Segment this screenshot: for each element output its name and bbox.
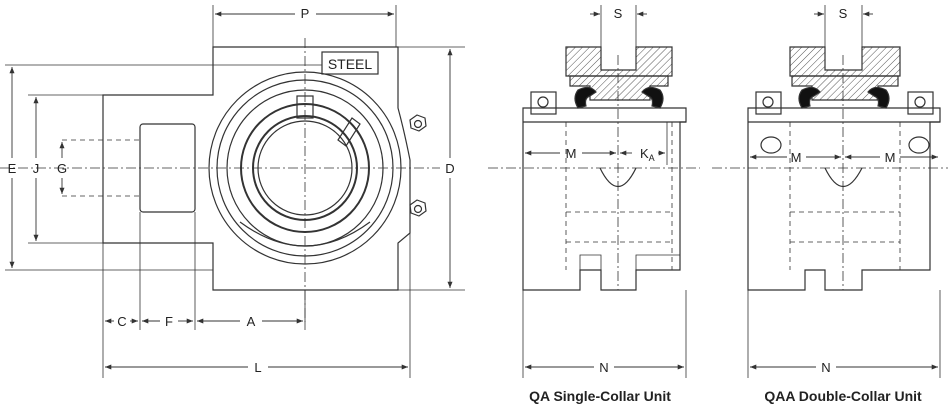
- steel-badge-label: STEEL: [328, 56, 373, 72]
- dim-label-M-qaa-left: M: [791, 150, 802, 165]
- seal-right: [641, 86, 664, 109]
- housing-outline: [102, 46, 411, 291]
- qa-centerlines: [488, 55, 700, 290]
- dim-label-K: KA: [640, 146, 655, 163]
- grease-fitting-right: [907, 91, 934, 115]
- seal-left: [798, 86, 821, 109]
- housing-body: [747, 107, 941, 291]
- side-bolt-top: [409, 114, 427, 132]
- grease-fitting: [530, 91, 557, 115]
- qaa-centerlines: [712, 55, 948, 290]
- qa-dimension-lines: [525, 11, 684, 370]
- dim-label-P: P: [301, 6, 310, 21]
- seal-right: [867, 86, 890, 109]
- collar-slot: [337, 117, 361, 147]
- caption-qaa-double-collar: QAA Double-Collar Unit: [764, 388, 922, 404]
- dim-label-G: G: [57, 161, 67, 176]
- front-view: [102, 46, 427, 291]
- dim-label-S-qa: S: [614, 6, 623, 21]
- side-bolt-bottom: [409, 199, 427, 217]
- dim-label-L: L: [254, 360, 261, 375]
- dim-label-J: J: [33, 161, 40, 176]
- qa-extension-lines: [522, 5, 687, 378]
- qaa-double-collar-view: [747, 46, 941, 291]
- bearing-section: [569, 75, 669, 101]
- dim-label-C: C: [117, 314, 126, 329]
- front-centerlines: [0, 38, 440, 322]
- steel-badge: [321, 51, 379, 75]
- caption-qa-single-collar: QA Single-Collar Unit: [529, 388, 671, 404]
- dim-label-M-qa: M: [566, 146, 577, 161]
- dim-label-F: F: [165, 314, 173, 329]
- front-extension-lines: [5, 5, 465, 378]
- qa-single-collar-view: [522, 46, 687, 291]
- collar: [565, 46, 673, 77]
- qaa-dimension-lines: [750, 11, 938, 370]
- mount-hole-left: [760, 136, 782, 154]
- dim-label-N-qaa: N: [821, 360, 830, 375]
- seal-left: [574, 86, 597, 109]
- grease-fitting-left: [755, 91, 782, 115]
- mount-hole-right: [908, 136, 930, 154]
- dim-label-A: A: [247, 314, 256, 329]
- dim-label-S-qaa: S: [839, 6, 848, 21]
- housing-body: [522, 107, 687, 291]
- collar: [789, 46, 901, 77]
- dim-label-D: D: [445, 161, 454, 176]
- front-dimension-lines: [9, 11, 453, 370]
- dim-label-M-qaa-right: M: [885, 150, 896, 165]
- dim-label-E: E: [8, 161, 17, 176]
- front-hidden-lines: [62, 139, 140, 197]
- qaa-extension-lines: [747, 5, 941, 378]
- dim-label-N-qa: N: [599, 360, 608, 375]
